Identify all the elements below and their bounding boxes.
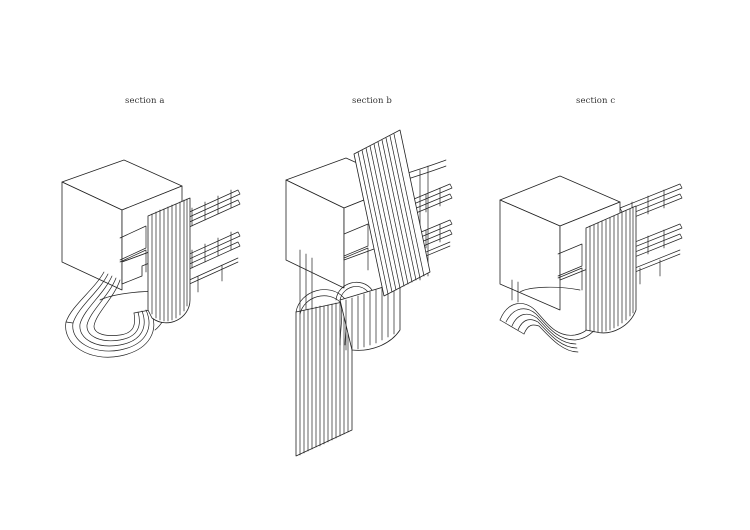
section-b-label: section b	[352, 96, 392, 106]
section-b-tilted-panel	[353, 129, 431, 297]
section-a-rails	[184, 189, 241, 293]
section-a-drawing	[61, 159, 241, 358]
section-b-hanging-strips	[295, 281, 401, 457]
section-c-label: section c	[576, 96, 616, 106]
section-a-label: section a	[125, 96, 165, 106]
section-c-drawing	[499, 175, 683, 353]
section-c-fins	[585, 205, 637, 334]
section-a-fins	[147, 197, 191, 324]
section-b-drawing	[285, 129, 453, 457]
